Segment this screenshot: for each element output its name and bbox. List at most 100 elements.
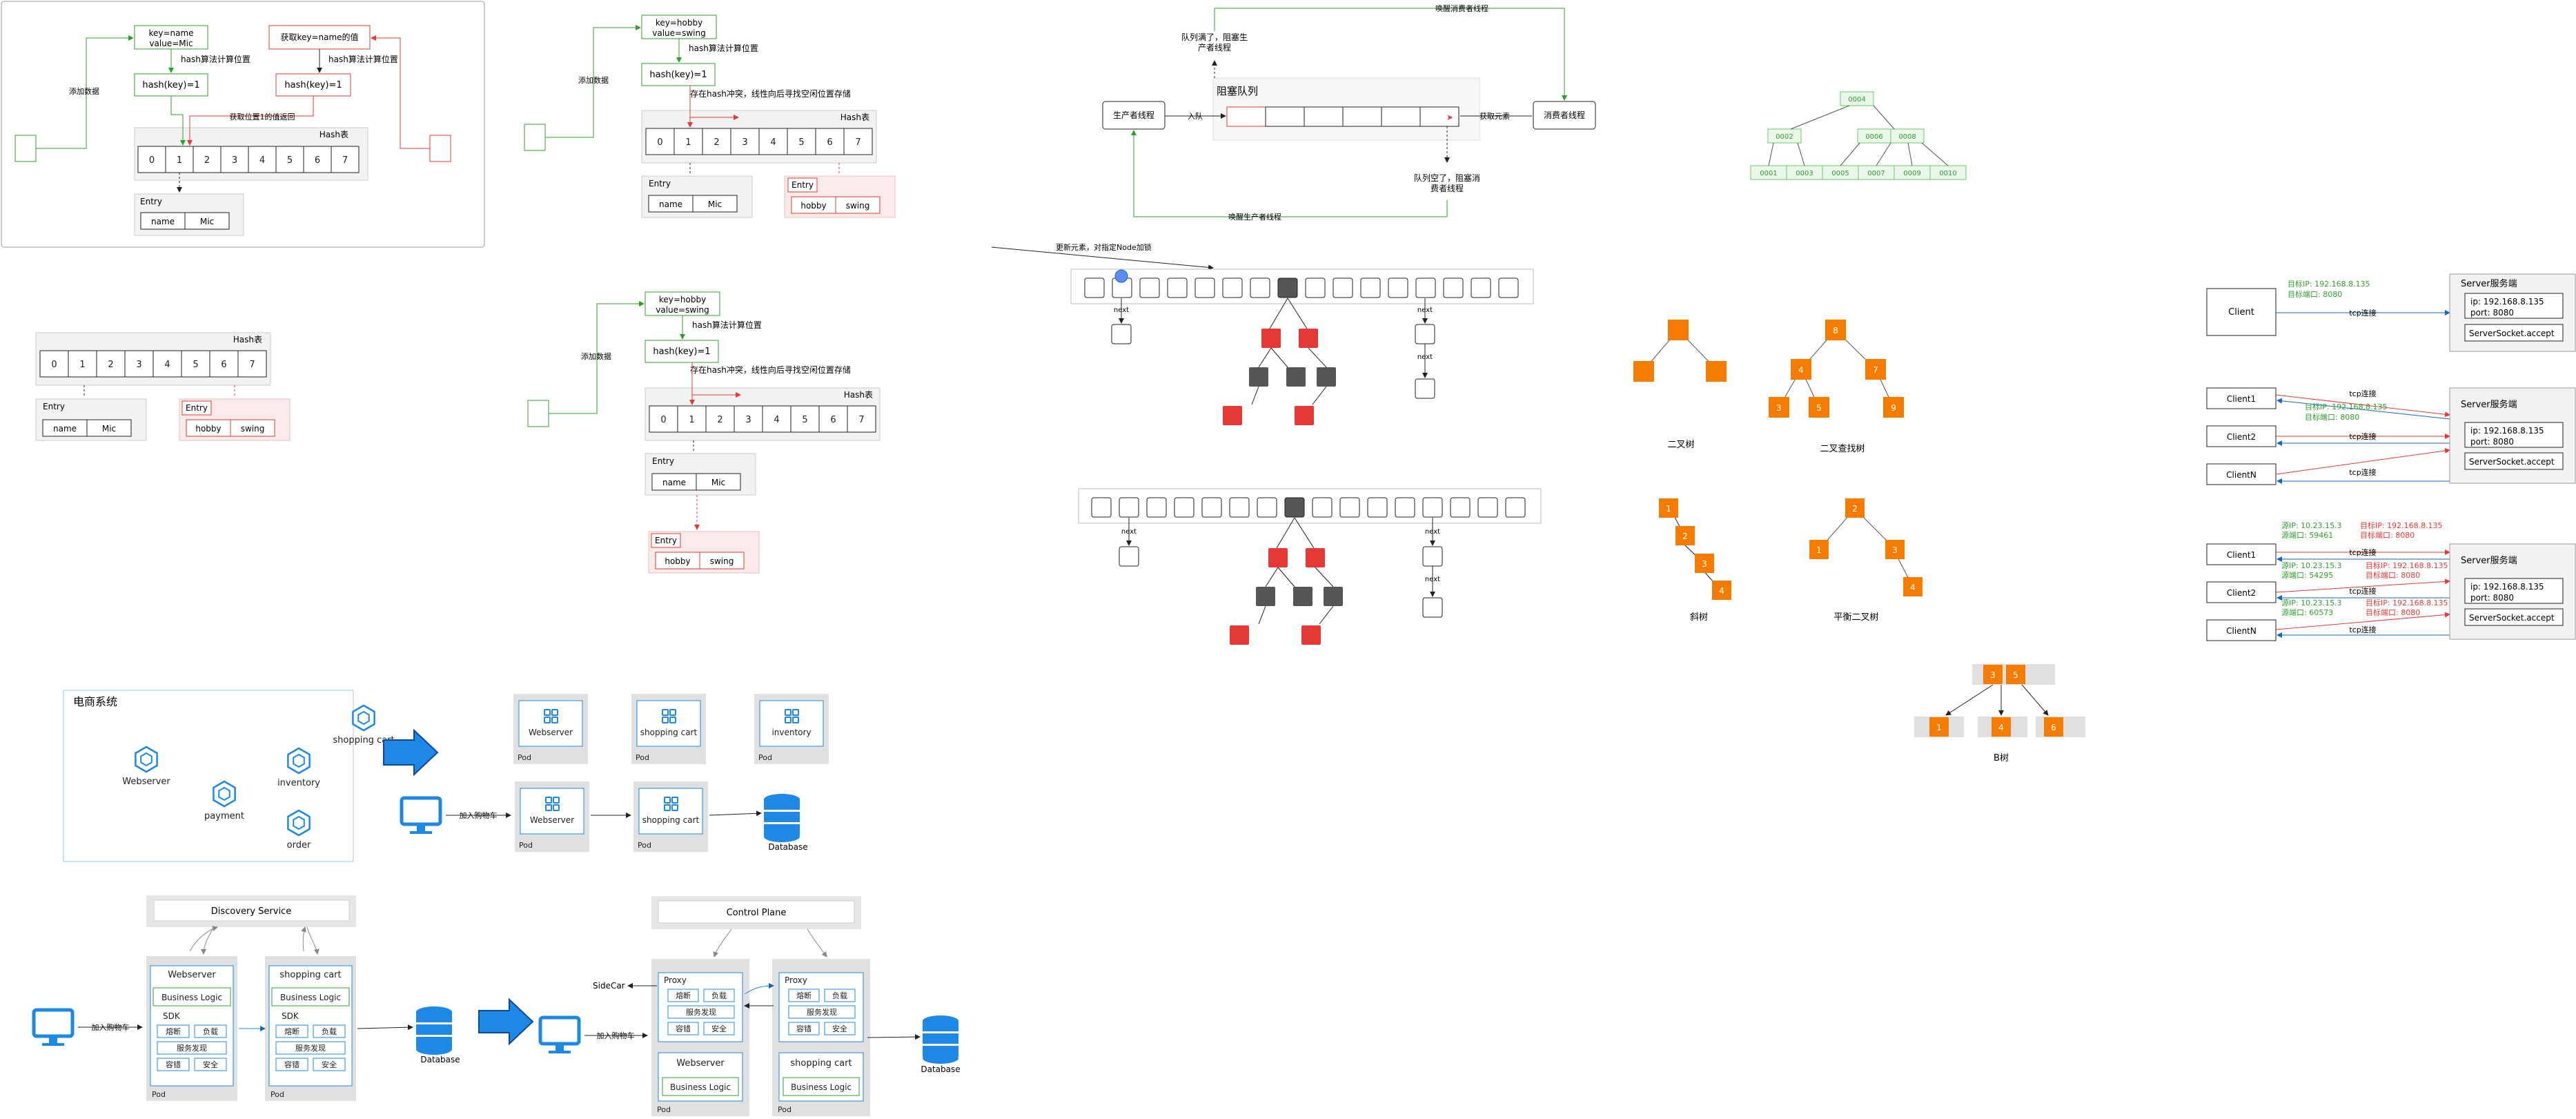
hash-cell bbox=[790, 405, 820, 433]
hash-cell bbox=[193, 146, 222, 173]
svg-text:斜树: 斜树 bbox=[1690, 612, 1708, 623]
hash-cell-index: 6 bbox=[221, 360, 226, 370]
bucket-slot bbox=[1498, 278, 1519, 298]
tree-node bbox=[1809, 397, 1829, 418]
svg-text:next: next bbox=[1114, 306, 1129, 314]
feature-label: 负载 bbox=[711, 991, 727, 1000]
svg-text:SideCar: SideCar bbox=[593, 981, 625, 991]
bucket-slot bbox=[1229, 497, 1250, 518]
svg-text:队列满了，阻塞生产者线程: 队列满了，阻塞生产者线程 bbox=[1181, 32, 1248, 52]
svg-text:swing: swing bbox=[710, 556, 734, 566]
pod-service-label: Webserver bbox=[676, 1058, 725, 1069]
service-hexagon-icon bbox=[135, 746, 158, 773]
svg-text:Client1: Client1 bbox=[2227, 394, 2256, 404]
svg-text:ip: 192.168.8.135: ip: 192.168.8.135 bbox=[2470, 297, 2544, 306]
hash-cell bbox=[68, 350, 97, 378]
svg-text:阻塞队列: 阻塞队列 bbox=[1217, 85, 1258, 97]
pod-label: Pod bbox=[518, 753, 531, 762]
bucket-slot bbox=[1146, 497, 1167, 518]
svg-text:目标IP: 192.168.8.135: 目标IP: 192.168.8.135 bbox=[2305, 402, 2388, 411]
service-mesh: Control Plane Proxy熔断负载服务发现容错安全Webserver… bbox=[538, 896, 961, 1116]
service-label: payment bbox=[204, 811, 244, 821]
svg-text:Client2: Client2 bbox=[2227, 588, 2256, 598]
server-block-1: Server服务端 ip: 192.168.8.135 port: 8080 S… bbox=[2449, 273, 2576, 352]
svg-text:消费者线程: 消费者线程 bbox=[1544, 110, 1585, 120]
svg-text:tcp连接: tcp连接 bbox=[2349, 309, 2376, 318]
svg-text:➤: ➤ bbox=[1446, 113, 1453, 122]
svg-text:平衡二叉树: 平衡二叉树 bbox=[1833, 612, 1878, 623]
svg-text:Mic: Mic bbox=[708, 200, 722, 209]
feature-box bbox=[788, 1022, 820, 1035]
svg-text:Database: Database bbox=[768, 842, 807, 852]
tree-node-value: 4 bbox=[1798, 365, 1804, 375]
svg-text:tcp连接: tcp连接 bbox=[2349, 625, 2376, 634]
feature-box bbox=[194, 1024, 227, 1038]
svg-text:Entry: Entry bbox=[652, 456, 674, 466]
hash-cell bbox=[39, 350, 69, 378]
hash-cell bbox=[677, 405, 707, 433]
clients-set-3: Client1 Client2 ClientN tcp连接 tcp连接 tcp连… bbox=[2206, 520, 2450, 641]
svg-text:port: 8080: port: 8080 bbox=[2470, 308, 2514, 318]
tree-node bbox=[1675, 526, 1695, 545]
proxy-label: Proxy bbox=[664, 975, 687, 985]
svg-text:源IP: 10.23.15.3: 源IP: 10.23.15.3 bbox=[2281, 598, 2342, 607]
bucket-slot bbox=[1222, 278, 1243, 298]
svg-text:tcp连接: tcp连接 bbox=[2349, 389, 2376, 398]
bplus-leaf-key: 0005 bbox=[1831, 170, 1849, 177]
tree-node bbox=[1883, 397, 1904, 418]
tree-node bbox=[1712, 581, 1731, 600]
service-hexagon-icon bbox=[287, 747, 311, 775]
mesh-pod: Proxy熔断负载服务发现容错安全shopping cartBusiness L… bbox=[772, 959, 870, 1116]
bucket-slot bbox=[1305, 278, 1326, 298]
bucket-slot bbox=[1422, 497, 1443, 518]
hash-cell-index: 3 bbox=[742, 137, 747, 148]
svg-text:目标IP: 192.168.8.135: 目标IP: 192.168.8.135 bbox=[2366, 561, 2448, 570]
feature-box bbox=[667, 1005, 735, 1019]
pod-label: Pod bbox=[271, 1090, 284, 1099]
svg-text:tcp连接: tcp连接 bbox=[2349, 548, 2376, 557]
svg-text:Client1: Client1 bbox=[2227, 550, 2256, 560]
hash-cell bbox=[331, 146, 360, 173]
tree-node-value: 9 bbox=[1891, 403, 1896, 413]
feature-box bbox=[157, 1041, 227, 1055]
calc-pos-label: hash算法计算位置 bbox=[181, 54, 250, 64]
svg-text:生产者线程: 生产者线程 bbox=[1113, 110, 1154, 120]
svg-text:port: 8080: port: 8080 bbox=[2470, 593, 2514, 603]
svg-text:Mic: Mic bbox=[711, 478, 725, 487]
bucket-slot bbox=[1084, 278, 1105, 298]
bucket-slot bbox=[1360, 278, 1381, 298]
pod-service-label: shopping cart bbox=[790, 1058, 852, 1069]
svg-text:Mic: Mic bbox=[200, 217, 214, 226]
feature-label: 服务发现 bbox=[295, 1043, 326, 1053]
svg-text:0002: 0002 bbox=[1776, 133, 1793, 141]
bucket-slot bbox=[1477, 497, 1498, 518]
tree-node bbox=[1992, 717, 2011, 737]
svg-text:Hash表: Hash表 bbox=[844, 390, 873, 400]
svg-text:Database: Database bbox=[420, 1055, 460, 1064]
hash-cell-index: 4 bbox=[259, 155, 265, 166]
pod-label: Pod bbox=[636, 753, 649, 762]
bucket-slot bbox=[1367, 497, 1388, 518]
hash-cell-index: 0 bbox=[660, 415, 666, 425]
feature-label: 安全 bbox=[203, 1060, 218, 1069]
bucket-slot bbox=[1312, 497, 1333, 518]
bucket-slot bbox=[1167, 278, 1188, 298]
proxy-label: Proxy bbox=[785, 975, 807, 985]
tree-node-value: 6 bbox=[2051, 723, 2056, 732]
svg-text:hash算法计算位置: hash算法计算位置 bbox=[328, 54, 398, 64]
hash-cell-index: 2 bbox=[714, 137, 719, 148]
tree-node bbox=[1903, 577, 1923, 596]
tree-node-value: 1 bbox=[1666, 504, 1671, 514]
hash-cell-index: 2 bbox=[108, 360, 113, 370]
